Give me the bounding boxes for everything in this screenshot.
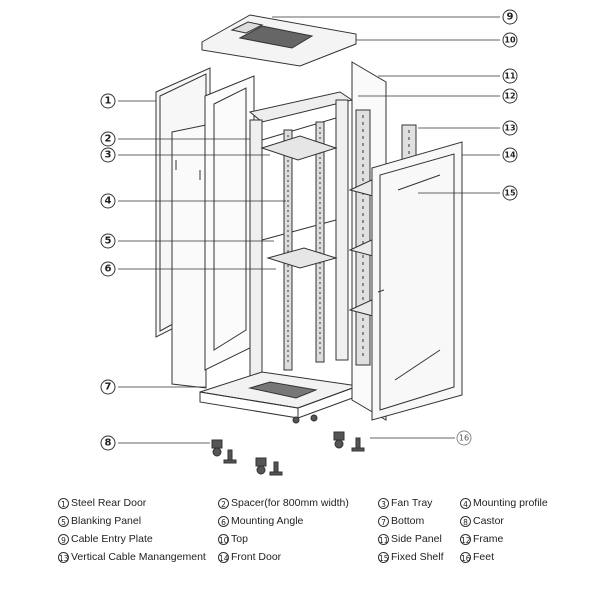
front-door	[371, 141, 463, 421]
exploded-rack-cabinet-diagram: 1 2 3 4 5 6 7 8 9 10 11 12 13 14 15 16	[100, 9, 518, 476]
legend-label: Spacer(for 800mm width)	[231, 497, 349, 509]
rear-frame	[204, 75, 255, 371]
callout-circles	[100, 9, 518, 451]
legend-number: 9	[58, 533, 69, 545]
legend-label: Blanking Panel	[71, 515, 142, 527]
legend-label: Vertical Cable Manangement	[71, 551, 206, 563]
legend-number: 11	[378, 533, 389, 545]
mounting-profiles	[283, 121, 325, 371]
legend-number: 16	[460, 551, 471, 563]
callout-8: 8	[105, 438, 112, 449]
legend-number: 8	[460, 515, 471, 527]
legend-number: 12	[460, 533, 471, 545]
legend-label: Steel Rear Door	[71, 497, 147, 509]
callout-3: 3	[105, 150, 112, 161]
left-side-panel	[171, 124, 207, 389]
legend-label: Cable Entry Plate	[71, 533, 153, 545]
legend-label: Top	[231, 533, 248, 545]
callout-2: 2	[105, 134, 112, 145]
callout-11: 11	[504, 72, 516, 81]
callout-10: 10	[504, 36, 516, 45]
legend-label: Frame	[473, 533, 504, 545]
legend-number: 1	[58, 497, 69, 509]
legend-number: 13	[58, 551, 69, 563]
callout-9: 9	[507, 12, 514, 23]
legend-label: Mounting Angle	[231, 515, 304, 527]
callout-1: 1	[105, 96, 112, 107]
mounting-angle	[266, 247, 338, 269]
castors-and-feet	[211, 414, 365, 476]
callout-6: 6	[105, 264, 112, 275]
legend-number: 5	[58, 515, 69, 527]
main-frame	[248, 91, 354, 381]
callout-4: 4	[105, 196, 112, 207]
legend-number: 10	[218, 533, 229, 545]
callout-7: 7	[105, 382, 112, 393]
legend-number: 6	[218, 515, 229, 527]
legend-number: 2	[218, 497, 229, 509]
legend-label: Castor	[473, 515, 504, 527]
fan-tray	[260, 135, 338, 161]
callout-5: 5	[105, 236, 112, 247]
callout-14: 14	[504, 151, 516, 160]
legend-number: 4	[460, 497, 471, 509]
legend-number: 3	[378, 497, 389, 509]
legend-number: 15	[378, 551, 389, 563]
callout-12: 12	[504, 92, 515, 101]
bottom-plate	[199, 371, 359, 419]
legend-label: Bottom	[391, 515, 425, 527]
callout-15: 15	[504, 189, 516, 198]
legend-label: Mounting profile	[473, 497, 548, 509]
callout-16: 16	[459, 434, 469, 443]
legend-label: Side Panel	[391, 533, 442, 545]
top-plate	[201, 14, 357, 67]
legend-label: Fixed Shelf	[391, 551, 444, 563]
callout-13: 13	[504, 124, 515, 133]
legend-label: Front Door	[231, 551, 282, 563]
legend-label: Feet	[473, 551, 495, 563]
legend-number: 7	[378, 515, 389, 527]
legend-number: 14	[218, 551, 229, 563]
leader-lines	[118, 16, 500, 444]
legend-label: Fan Tray	[391, 497, 433, 509]
